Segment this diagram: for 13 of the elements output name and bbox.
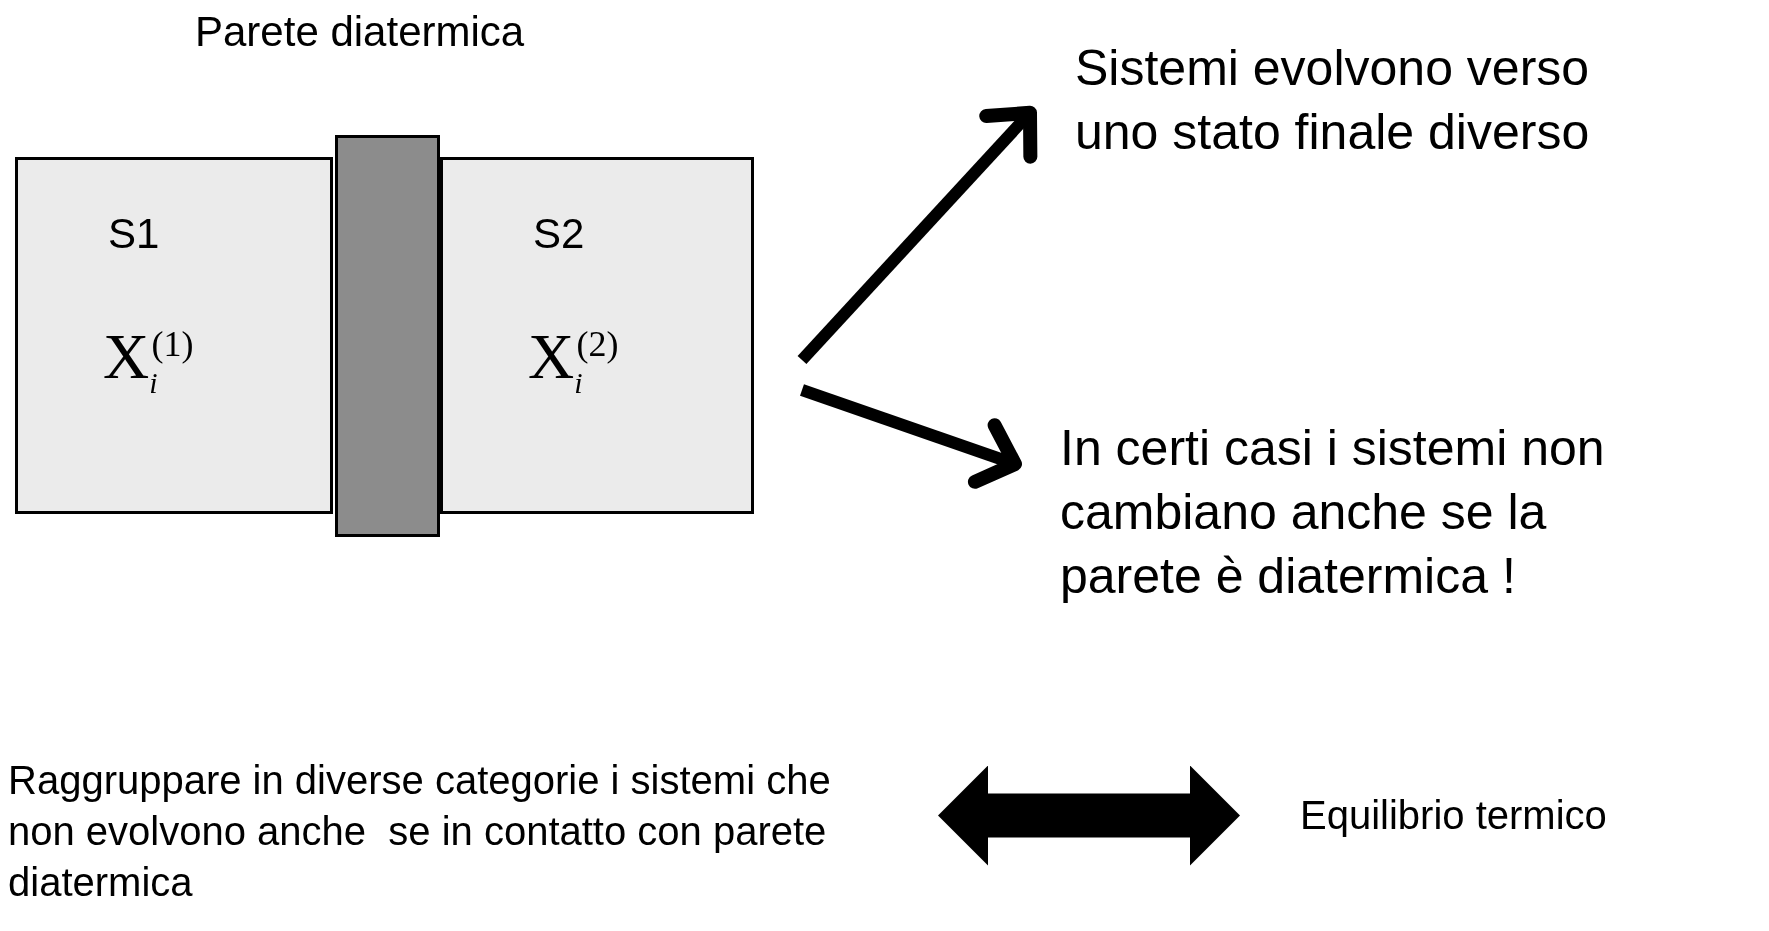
- note-text: Sistemi evolvono verso uno stato finale diverso: [1075, 36, 1665, 164]
- double-arrow: [938, 765, 1240, 866]
- note-text: Raggruppare in diverse categorie i sistemi che non evolvono anche se in contatto con parete diatermica: [8, 755, 878, 909]
- wall-bar: [335, 135, 440, 537]
- system-box: [15, 157, 333, 514]
- arrow: [797, 105, 1038, 365]
- note-text: In certi casi i sistemi non cambiano anche se la parete è diatermica !: [1060, 416, 1700, 608]
- system-label: S2: [533, 210, 585, 258]
- system-box: [440, 157, 754, 514]
- arrow: [800, 384, 1022, 489]
- note-text: Equilibrio termico: [1300, 790, 1760, 842]
- wall-label: Parete diatermica: [195, 8, 525, 56]
- system-label: S1: [108, 210, 160, 258]
